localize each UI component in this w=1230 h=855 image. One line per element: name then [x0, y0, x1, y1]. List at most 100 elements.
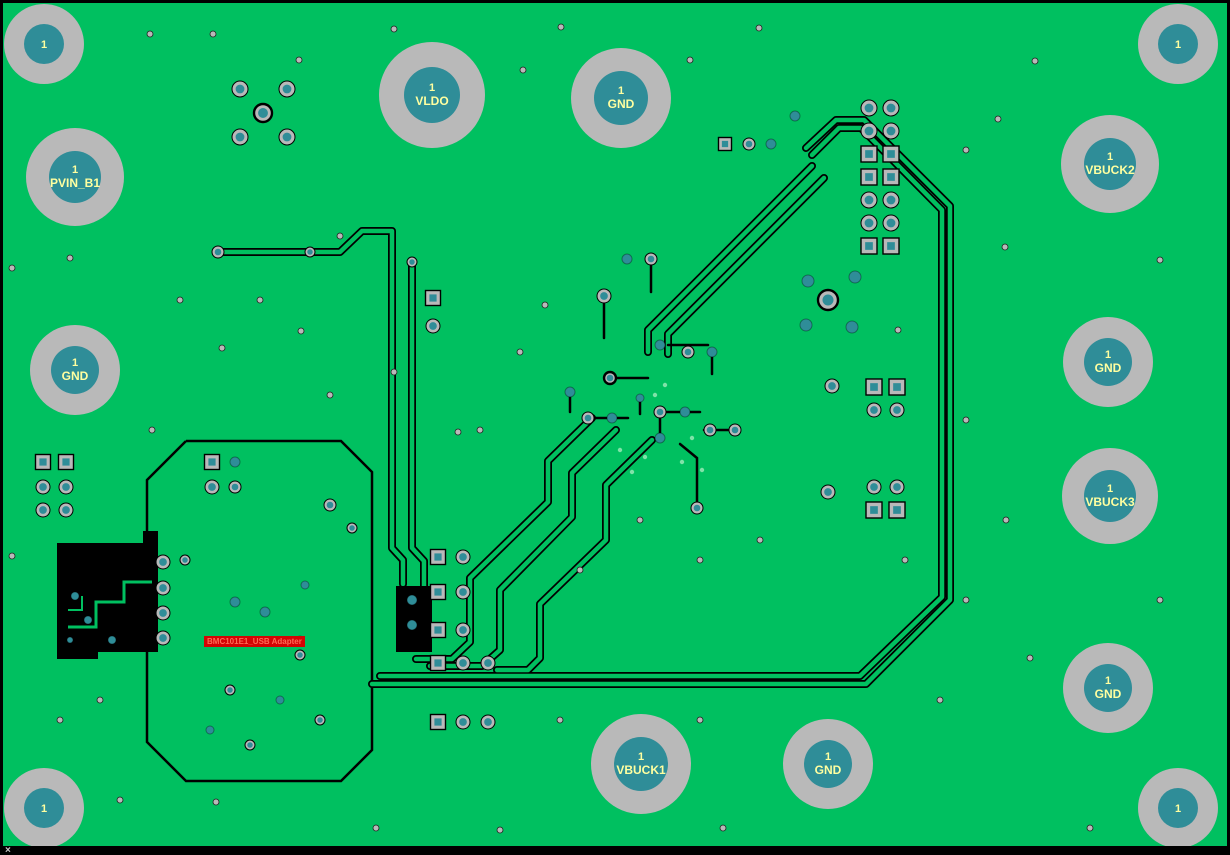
fiducial-dot — [901, 556, 909, 564]
via — [294, 649, 306, 661]
via — [406, 256, 418, 268]
via — [654, 339, 666, 351]
via — [231, 80, 249, 98]
via — [690, 501, 704, 515]
pad-number: 1 — [72, 357, 78, 369]
smd-pad — [865, 501, 883, 519]
fiducial-dot — [176, 296, 184, 304]
via — [728, 423, 742, 437]
via — [581, 411, 595, 425]
via — [703, 423, 717, 437]
pad-mount-top-right[interactable]: 1 — [1138, 4, 1218, 84]
via — [824, 378, 840, 394]
pad-net-label: VLDO — [415, 94, 448, 108]
smd-pad — [424, 289, 442, 307]
fiducial-dot — [209, 30, 217, 38]
solder-glint — [662, 382, 668, 388]
solder-glint — [689, 435, 695, 441]
via — [107, 635, 117, 645]
fiducial-dot — [476, 426, 484, 434]
solder-glint — [652, 392, 658, 398]
via — [35, 502, 51, 518]
via — [480, 655, 496, 671]
fiducial-dot — [1001, 243, 1009, 251]
solder-glint — [629, 469, 635, 475]
pad-mount-bottom-right[interactable]: 1 — [1138, 768, 1218, 848]
via — [635, 393, 645, 403]
pad-mount-bottom-left[interactable]: 1 — [4, 768, 84, 848]
fiducial-dot — [719, 824, 727, 832]
fiducial-dot — [962, 146, 970, 154]
smd-pad — [203, 453, 221, 471]
via — [224, 684, 236, 696]
pad-net-label: GND — [1095, 361, 1122, 375]
smd-pad — [888, 501, 906, 519]
via — [621, 253, 633, 265]
via — [406, 619, 418, 631]
fiducial-dot — [390, 368, 398, 376]
smd-pad — [882, 145, 900, 163]
copper-pour — [396, 586, 432, 652]
trace-core — [215, 228, 406, 587]
fiducial-dot — [557, 23, 565, 31]
via — [564, 386, 576, 398]
via — [860, 191, 878, 209]
via — [278, 128, 296, 146]
via — [845, 320, 859, 334]
via — [801, 274, 815, 288]
via — [304, 246, 316, 258]
fiducial-dot — [519, 66, 527, 74]
via — [155, 554, 171, 570]
fiducial-dot — [962, 416, 970, 424]
via — [816, 288, 840, 312]
smd-pad — [429, 713, 447, 731]
fiducial-dot — [148, 426, 156, 434]
via — [681, 345, 695, 359]
fiducial-dot — [256, 296, 264, 304]
via — [455, 622, 471, 638]
via — [706, 346, 718, 358]
pad-mount-top-left[interactable]: 1 — [4, 4, 84, 84]
pad-number: 1 — [72, 164, 78, 176]
fiducial-dot — [696, 716, 704, 724]
via — [882, 122, 900, 140]
pad-number: 1 — [1175, 803, 1181, 815]
via — [765, 138, 777, 150]
via — [252, 102, 274, 124]
component-designator-label[interactable]: BMC101E1_USB Adapter — [204, 636, 305, 647]
pad-number: 1 — [1105, 675, 1111, 687]
solder-glint — [642, 454, 648, 460]
via — [860, 99, 878, 117]
via — [346, 522, 358, 534]
smd-pad — [429, 654, 447, 672]
pad-number: 1 — [638, 751, 644, 763]
pad-number: 1 — [825, 751, 831, 763]
via — [155, 580, 171, 596]
via — [229, 456, 241, 468]
fiducial-dot — [297, 327, 305, 335]
fiducial-dot — [1026, 654, 1034, 662]
fiducial-dot — [696, 556, 704, 564]
trace-core — [369, 117, 953, 687]
trace-core — [413, 415, 595, 662]
trace-core — [409, 259, 427, 591]
fiducial-dot — [372, 824, 380, 832]
via — [70, 591, 80, 601]
via — [204, 479, 220, 495]
via — [425, 318, 441, 334]
via — [742, 137, 756, 151]
via — [35, 479, 51, 495]
pad-net-label: GND — [1095, 687, 1122, 701]
